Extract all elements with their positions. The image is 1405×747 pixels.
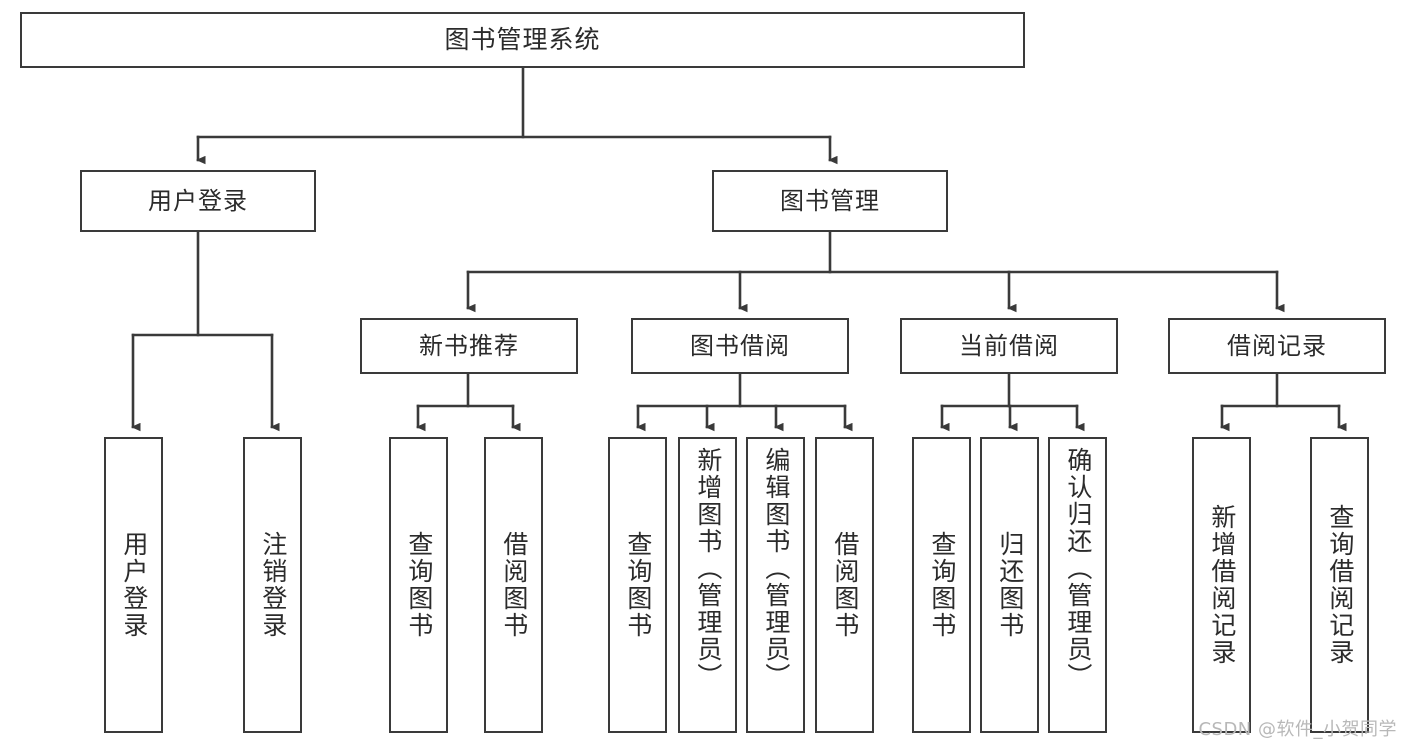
leaf-br-query-record[interactable]: 查询借阅记录 [1310,437,1369,733]
node-borrow-record[interactable]: 借阅记录 [1168,318,1386,374]
node-new-book-recommend[interactable]: 新书推荐 [360,318,578,374]
node-label: 图书借阅 [690,332,790,360]
leaf-nb-query-book[interactable]: 查询图书 [389,437,448,733]
node-label: 确认归还（管理员） [1063,447,1093,690]
watermark-text: CSDN @软件_小贺同学 [1198,719,1397,740]
node-label: 新增借阅记录 [1207,504,1237,666]
node-root-system[interactable]: 图书管理系统 [20,12,1025,68]
leaf-bb-query-book[interactable]: 查询图书 [608,437,667,733]
node-label: 编辑图书（管理员） [761,447,791,690]
node-label: 借阅图书 [830,531,860,639]
leaf-nb-borrow-book[interactable]: 借阅图书 [484,437,543,733]
leaf-bb-borrow-book[interactable]: 借阅图书 [815,437,874,733]
node-label: 用户登录 [148,187,248,215]
node-label: 新增图书（管理员） [693,447,723,690]
node-book-management[interactable]: 图书管理 [712,170,948,232]
leaf-cb-query-book[interactable]: 查询图书 [912,437,971,733]
node-label: 新书推荐 [419,332,519,360]
leaf-logout[interactable]: 注销登录 [243,437,302,733]
leaf-bb-edit-book[interactable]: 编辑图书（管理员） [746,437,805,733]
node-label: 归还图书 [995,531,1025,639]
node-label: 用户登录 [119,531,149,639]
node-label: 注销登录 [258,531,288,639]
leaf-bb-add-book[interactable]: 新增图书（管理员） [678,437,737,733]
node-label: 查询借阅记录 [1325,504,1355,666]
leaf-cb-return-book[interactable]: 归还图书 [980,437,1039,733]
node-label: 图书管理 [780,187,880,215]
node-label: 图书管理系统 [444,25,601,55]
leaf-cb-confirm-return[interactable]: 确认归还（管理员） [1048,437,1107,733]
node-current-borrow[interactable]: 当前借阅 [900,318,1118,374]
node-label: 当前借阅 [959,332,1059,360]
node-label: 借阅记录 [1227,332,1327,360]
leaf-br-add-record[interactable]: 新增借阅记录 [1192,437,1251,733]
node-label: 借阅图书 [499,531,529,639]
node-user-login[interactable]: 用户登录 [80,170,316,232]
node-label: 查询图书 [927,531,957,639]
node-label: 查询图书 [404,531,434,639]
node-book-borrow[interactable]: 图书借阅 [631,318,849,374]
node-label: 查询图书 [623,531,653,639]
leaf-user-login[interactable]: 用户登录 [104,437,163,733]
